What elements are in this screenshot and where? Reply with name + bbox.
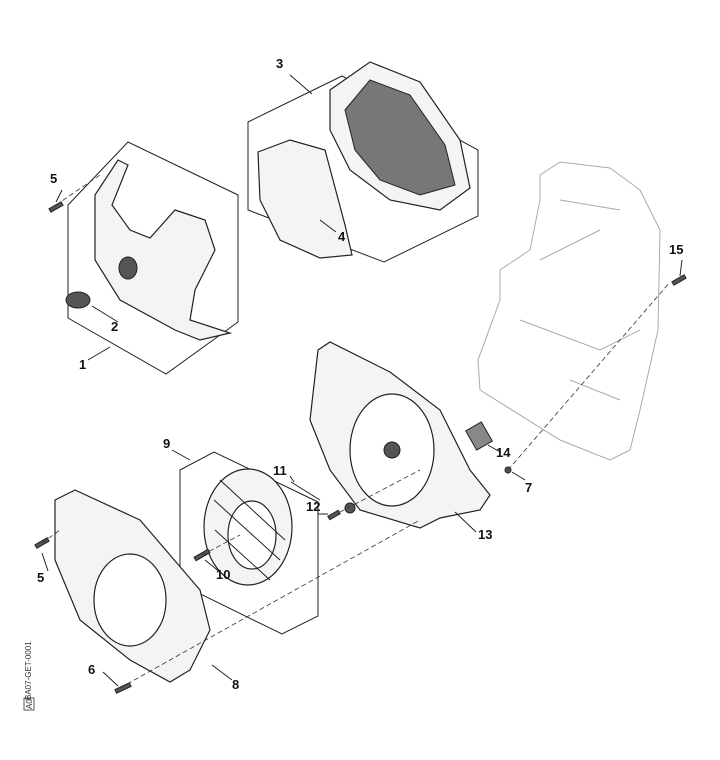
label-part-5: 5 xyxy=(50,171,57,186)
label-part-5b: 5 xyxy=(37,570,44,585)
fan-guard xyxy=(329,61,471,211)
blower-cover xyxy=(94,159,233,341)
label-part-12: 12 xyxy=(306,499,320,514)
group-box-fan-guard xyxy=(247,75,479,263)
label-part-6: 6 xyxy=(88,662,95,677)
backplate-frame xyxy=(477,161,661,461)
drawing-code: BA07-GET-0001 xyxy=(24,641,33,700)
screw-6 xyxy=(114,682,132,694)
spring xyxy=(465,421,493,451)
group-box-cover xyxy=(67,141,239,375)
label-part-14: 14 xyxy=(496,445,511,460)
label-part-8: 8 xyxy=(232,677,239,692)
impeller xyxy=(203,468,293,586)
guard-cover xyxy=(257,139,353,259)
fan-housing xyxy=(309,341,491,529)
label-part-2: 2 xyxy=(111,319,118,334)
revision-box xyxy=(23,697,35,711)
label-part-1: 1 xyxy=(79,357,86,372)
volute-housing xyxy=(54,489,211,683)
nut-11 xyxy=(344,502,356,514)
label-part-4: 4 xyxy=(338,229,346,244)
cover-logo xyxy=(118,256,138,280)
label-part-13: 13 xyxy=(478,527,492,542)
revision-code: A0 xyxy=(25,699,34,709)
label-part-7: 7 xyxy=(525,480,532,495)
label-part-10: 10 xyxy=(216,567,230,582)
label-part-11: 11 xyxy=(273,463,287,478)
stihl-badge xyxy=(65,291,91,309)
screw-15 xyxy=(671,274,687,286)
label-part-3: 3 xyxy=(276,56,283,71)
label-part-15: 15 xyxy=(669,242,683,257)
label-part-9: 9 xyxy=(163,436,170,451)
screw-5a xyxy=(48,201,64,213)
screw-12 xyxy=(327,509,341,521)
